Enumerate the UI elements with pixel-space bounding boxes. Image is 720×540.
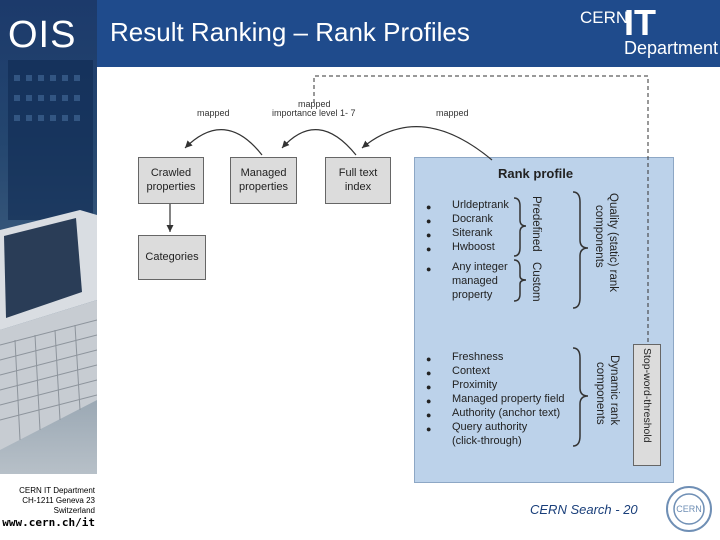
full-text-index-box: Full text index bbox=[325, 157, 391, 204]
bullet: ● bbox=[426, 202, 432, 212]
it-logo: IT bbox=[624, 2, 656, 43]
custom-label: Custom bbox=[530, 262, 542, 302]
bullet: ● bbox=[426, 230, 432, 240]
static-group-label-line1: Quality (static) rank bbox=[607, 193, 619, 293]
arrow-profile-to-fulltext bbox=[361, 126, 493, 161]
dynamic-group-label-line2: components bbox=[594, 362, 606, 425]
categories-box: Categories bbox=[138, 235, 206, 280]
page-title: Result Ranking – Rank Profiles bbox=[110, 17, 470, 47]
custom-item-line2: managed bbox=[452, 275, 498, 287]
arrow-managed-to-fulltext bbox=[281, 129, 357, 156]
header-bar bbox=[97, 0, 720, 67]
dynamic-item-click-through: (click-through) bbox=[452, 435, 522, 447]
dynamic-item-query-authority: Query authority bbox=[452, 421, 528, 433]
rank-profile-title: Rank profile bbox=[498, 166, 574, 181]
dynamic-item-context: Context bbox=[452, 365, 490, 377]
cern-seal-logo: CERN bbox=[664, 484, 714, 534]
dynamic-group-label-line1: Dynamic rank bbox=[608, 355, 620, 426]
stop-word-threshold-label: Stop-word-threshold bbox=[641, 348, 653, 443]
static-item-docrank: Docrank bbox=[452, 213, 493, 225]
footer-dept-line3: Switzerland bbox=[53, 506, 95, 515]
mapped-label-left: mapped bbox=[197, 108, 230, 118]
bullet: ● bbox=[426, 354, 432, 364]
importance-level-label: importance level 1- 7 bbox=[272, 108, 356, 118]
managed-properties-box: Managed properties bbox=[230, 157, 297, 204]
page-number-label: CERN Search - 20 bbox=[530, 502, 638, 517]
rank-profile-panel bbox=[414, 157, 674, 483]
brace-static bbox=[572, 191, 589, 309]
brace-dynamic bbox=[572, 347, 589, 447]
department-logo: Department bbox=[624, 38, 719, 58]
custom-item-line3: property bbox=[452, 289, 493, 301]
brace-predefined bbox=[513, 197, 527, 257]
svg-text:CERN: CERN bbox=[676, 504, 702, 514]
footer-address: CERN IT Department CH-1211 Geneva 23 Swi… bbox=[2, 486, 95, 516]
dynamic-item-authority: Authority (anchor text) bbox=[452, 407, 561, 419]
dynamic-item-freshness: Freshness bbox=[452, 351, 504, 363]
cern-logo: CERN bbox=[580, 8, 629, 27]
bullet: ● bbox=[426, 264, 432, 274]
computer-photo-illustration bbox=[0, 60, 97, 450]
predefined-label: Predefined bbox=[530, 196, 542, 252]
mapped-label-mid: mapped bbox=[298, 99, 331, 109]
arrow-crawled-to-managed bbox=[184, 129, 263, 156]
bullet: ● bbox=[426, 216, 432, 226]
static-item-hwboost: Hwboost bbox=[452, 241, 495, 253]
bullet: ● bbox=[426, 368, 432, 378]
section-label: OIS bbox=[8, 14, 77, 56]
footer-url-link[interactable]: www.cern.ch/it bbox=[2, 516, 95, 529]
bullet: ● bbox=[426, 424, 432, 434]
brace-custom bbox=[513, 259, 527, 302]
crawled-properties-box: Crawled properties bbox=[138, 157, 204, 204]
custom-item-line1: Any integer bbox=[452, 261, 508, 273]
dynamic-item-proximity: Proximity bbox=[452, 379, 498, 391]
left-photo-panel bbox=[0, 0, 97, 474]
bullet: ● bbox=[426, 410, 432, 420]
mapped-label-right: mapped bbox=[436, 108, 469, 118]
dynamic-item-managed-property-field: Managed property field bbox=[452, 393, 565, 405]
footer-dept-line1: CERN IT Department bbox=[19, 486, 95, 495]
bullet: ● bbox=[426, 396, 432, 406]
static-group-label-line2: components bbox=[593, 205, 605, 268]
bullet: ● bbox=[426, 244, 432, 254]
stop-word-threshold-box bbox=[633, 344, 661, 466]
static-item-urldeptrank: Urldeptrank bbox=[452, 199, 509, 211]
static-item-siterank: Siterank bbox=[452, 227, 493, 239]
bullet: ● bbox=[426, 382, 432, 392]
footer-dept-line2: CH-1211 Geneva 23 bbox=[22, 496, 95, 505]
